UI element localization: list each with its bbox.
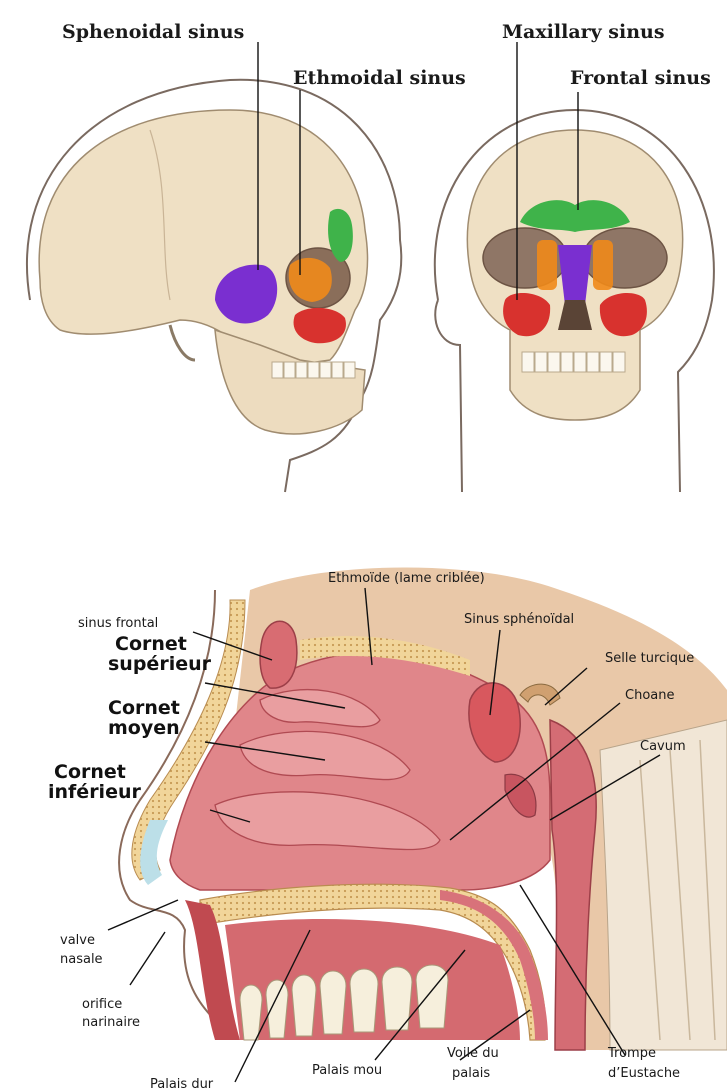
cervical-vertebra	[170, 325, 195, 360]
label-sphenoidal-sinus: Sphenoidal sinus	[62, 21, 244, 43]
label-voile-line2: palais	[452, 1066, 490, 1081]
label-cornet-moyen-line2: moyen	[108, 717, 180, 739]
label-maxillary-sinus: Maxillary sinus	[502, 21, 665, 43]
label-valve-nasale-line1: valve	[60, 933, 95, 948]
label-frontal-sinus: Frontal sinus	[570, 67, 711, 89]
label-orifice-line1: orifice	[82, 997, 122, 1012]
frontal-sinus-section	[260, 621, 297, 688]
neck-outline-right	[435, 300, 462, 492]
label-voile-line1: Voile du	[447, 1046, 499, 1061]
label-sinus-frontal: sinus frontal	[78, 616, 158, 631]
label-ethmoidal-sinus: Ethmoidal sinus	[293, 67, 466, 89]
label-trompe-line1: Trompe	[607, 1046, 656, 1061]
frontal-skull	[435, 110, 714, 492]
label-cornet-superieur-line2: supérieur	[108, 653, 212, 675]
label-ethmoide: Ethmoïde (lame criblée)	[328, 571, 485, 586]
label-palais-mou: Palais mou	[312, 1063, 382, 1078]
label-choane: Choane	[625, 688, 674, 703]
teeth-lateral	[272, 362, 355, 378]
label-selle-turcique: Selle turcique	[605, 651, 694, 666]
teeth-frontal	[522, 352, 625, 372]
label-cornet-superieur-line1: Cornet	[115, 633, 187, 655]
ethmoidal-sinus-right	[537, 240, 557, 290]
ethmoidal-sinus-left	[593, 240, 613, 290]
label-cornet-inferieur-line2: inférieur	[48, 781, 141, 803]
sagittal-section	[119, 568, 727, 1051]
label-trompe-line2: d’Eustache	[608, 1066, 680, 1081]
label-cornet-moyen-line1: Cornet	[108, 697, 180, 719]
label-valve-nasale-line2: nasale	[60, 952, 103, 967]
lateral-skull	[27, 80, 401, 492]
label-palais-dur: Palais dur	[150, 1077, 214, 1092]
label-orifice-line2: narinaire	[82, 1015, 140, 1030]
label-cornet-inferieur-line1: Cornet	[54, 761, 126, 783]
label-sinus-sphenoidal: Sinus sphénoïdal	[464, 612, 574, 627]
label-cavum: Cavum	[640, 739, 686, 754]
